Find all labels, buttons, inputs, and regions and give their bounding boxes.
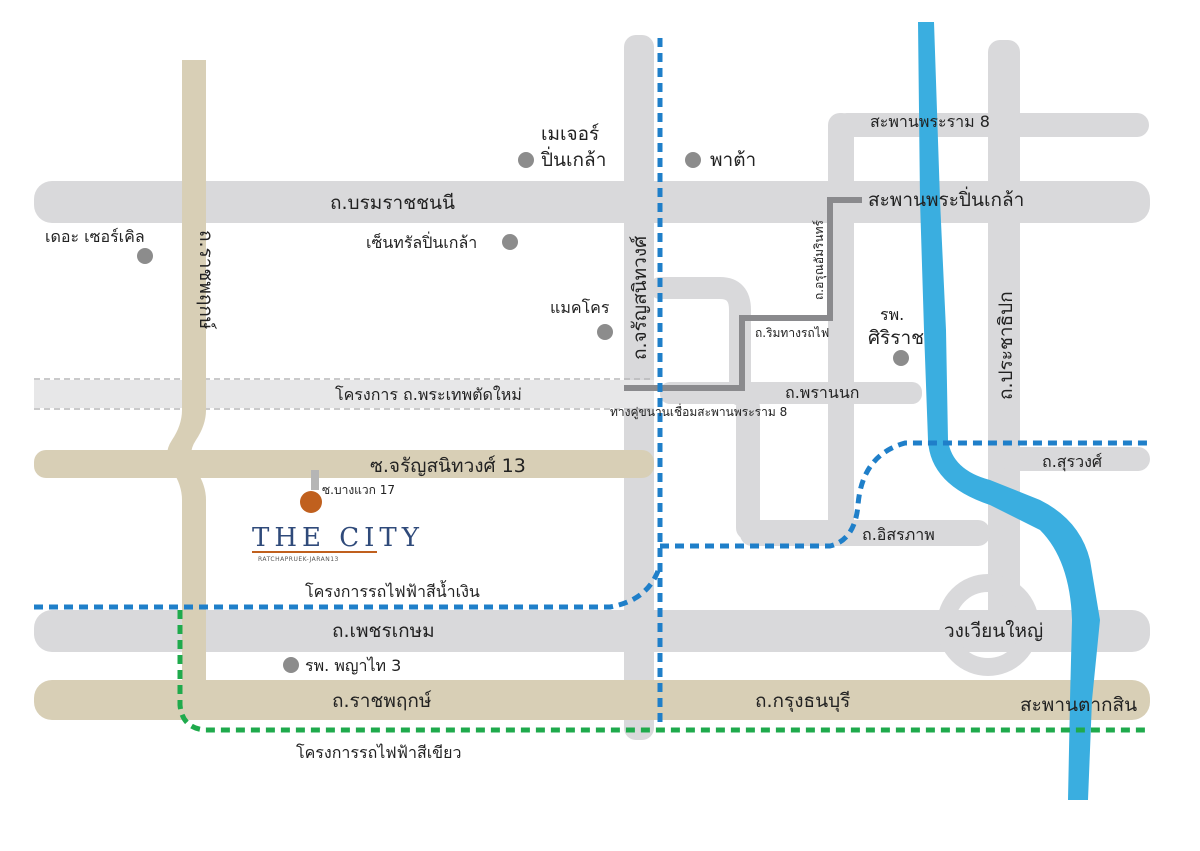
label-the-circle: เดอะ เซอร์เคิล xyxy=(45,227,145,246)
dot-pata xyxy=(685,152,701,168)
road-ratchaphruek-horizontal xyxy=(34,680,1150,720)
road-phrannok-loop xyxy=(736,395,760,540)
label-rim-thang-rot-fai: ถ.ริมทางรถไฟ xyxy=(755,326,829,340)
green-line-route xyxy=(177,610,1148,733)
chao-phraya-river xyxy=(918,22,1100,800)
dot-major xyxy=(518,152,534,168)
label-phrannok: ถ.พรานนก xyxy=(785,383,859,402)
road-soi-bang-waek-stub xyxy=(311,470,319,490)
label-central-pinklao: เซ็นทรัลปิ่นเกล้า xyxy=(366,231,477,252)
label-bridge-rama8: สะพานพระราม 8 xyxy=(870,112,990,131)
label-siriraj-line2: ศิริราช xyxy=(868,327,924,349)
dot-central xyxy=(502,234,518,250)
road-rama8 xyxy=(835,113,1149,137)
label-bridge-taksin: สะพานตากสิน xyxy=(1020,694,1137,716)
label-blue-line: โครงการรถไฟฟ้าสีน้ำเงิน xyxy=(305,580,480,601)
dot-siriraj xyxy=(893,350,909,366)
connector-rama8-link xyxy=(624,197,862,391)
label-phyathai3: รพ. พญาไท 3 xyxy=(305,656,401,675)
label-ratchaphruek-vertical: ถ.ราชพฤกษ์ xyxy=(195,230,217,330)
label-new-project-road: โครงการ ถ.พระเทพตัดใหม่ xyxy=(335,385,522,404)
the-city-logo: THE CITY RATCHAPRUEK-JARAN13 xyxy=(245,515,424,565)
label-prachathipok: ถ.ประชาธิปก xyxy=(995,291,1017,400)
label-charansanitwong: ถ.จรัญสนิทวงศ์ xyxy=(629,236,651,360)
site-location-dot xyxy=(300,491,322,513)
road-ratchaphruek-vertical xyxy=(167,60,206,700)
label-wongwian-yai: วงเวียนใหญ่ xyxy=(944,620,1043,642)
label-bridge-pinklao: สะพานพระปิ่นเกล้า xyxy=(868,186,1024,211)
dot-circle xyxy=(137,248,153,264)
road-rama8-down xyxy=(828,113,854,533)
road-soi-charan-13 xyxy=(34,450,654,478)
blue-line-east xyxy=(660,440,1148,549)
label-arun-amarin: ถ.อรุณอัมรินทร์ xyxy=(812,219,827,300)
beige-roads xyxy=(34,60,1150,720)
label-phetkasem: ถ.เพชรเกษม xyxy=(332,620,435,642)
road-isaraphap xyxy=(740,520,990,546)
label-ratchaphruek-horizontal: ถ.ราชพฤกษ์ xyxy=(332,690,432,712)
label-soi-charan-13: ซ.จรัญสนิทวงศ์ 13 xyxy=(370,455,526,477)
label-borommaratchachonnani: ถ.บรมราชชนนี xyxy=(330,192,455,214)
label-surawong: ถ.สุรวงศ์ xyxy=(1042,452,1102,472)
dot-phyathai3 xyxy=(283,657,299,673)
labels: ถ.บรมราชชนนี ถ.ราชพฤกษ์ ถ.จรัญสนิทวงศ์ ถ… xyxy=(45,112,1137,762)
logo-text: THE CITY xyxy=(252,523,424,553)
road-surawong xyxy=(1000,447,1150,471)
label-makro: แมคโคร xyxy=(550,298,610,317)
label-isaraphap: ถ.อิสรภาพ xyxy=(862,525,935,544)
label-soi-bang-waek-17: ซ.บางแวก 17 xyxy=(322,483,395,497)
dot-makro xyxy=(597,324,613,340)
poi-dots xyxy=(137,152,909,673)
label-major-line2: ปิ่นเกล้า xyxy=(540,146,606,171)
project-road-outline xyxy=(34,378,654,410)
label-rama8-link: ทางคู่ขนานเชื่อมสะพานพระราม 8 xyxy=(610,403,787,420)
label-pata: พาต้า xyxy=(710,149,756,171)
road-new-project xyxy=(34,380,654,408)
label-krung-thonburi: ถ.กรุงธนบุรี xyxy=(755,690,850,713)
blue-line-routes xyxy=(34,38,1148,725)
label-major-line1: เมเจอร์ xyxy=(541,123,599,145)
road-upper-loop xyxy=(649,277,751,406)
road-phetkasem xyxy=(34,610,1150,652)
roundabout-wongwian-yai xyxy=(937,574,1039,676)
label-green-line: โครงการรถไฟฟ้าสีเขียว xyxy=(296,743,461,762)
logo-tagline: RATCHAPRUEK-JARAN13 xyxy=(258,556,339,563)
blue-line-horizontal xyxy=(34,564,663,610)
road-borommaratchachonnani xyxy=(34,181,1150,223)
label-siriraj-line1: รพ. xyxy=(880,305,904,324)
